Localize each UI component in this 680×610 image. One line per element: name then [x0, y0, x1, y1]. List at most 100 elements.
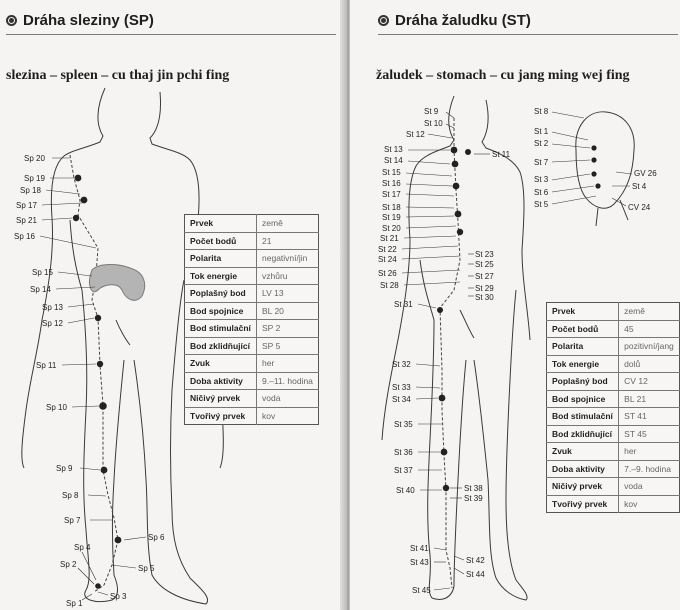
- table-value: vzhůru: [257, 267, 319, 285]
- head-point-label: St 2: [534, 139, 549, 148]
- point-sp12: [95, 315, 101, 321]
- point-label: St 20: [382, 224, 401, 233]
- table-value: kov: [257, 407, 319, 425]
- table-key: Bod stimulační: [547, 408, 619, 426]
- point-label: St 38: [464, 484, 483, 493]
- point-st36: [441, 449, 448, 456]
- head-point-label: St 8: [534, 107, 549, 116]
- point-label: St 33: [392, 383, 411, 392]
- head-inset: [576, 112, 634, 226]
- point-label: Sp 19: [24, 174, 45, 183]
- table-value: 45: [619, 320, 680, 338]
- stomach-points: [437, 147, 471, 492]
- point-label: St 15: [382, 168, 401, 177]
- point-st13: [451, 147, 458, 154]
- head-point-label: GV 26: [634, 169, 657, 178]
- point-label: Sp 15: [32, 268, 53, 277]
- point-label: St 26: [378, 269, 397, 278]
- table-key: Prvek: [185, 215, 257, 233]
- point-st17: [453, 183, 460, 190]
- point-label: St 11: [492, 150, 511, 159]
- point-label: St 25: [475, 260, 494, 269]
- table-value: voda: [619, 478, 680, 496]
- point-label-group: St 9 St 10 St 12 St 11 St 13 St 14 St 15…: [378, 107, 511, 595]
- table-key: Bod stimulační: [185, 320, 257, 338]
- table-row: Tvořivý prvekkov: [185, 407, 319, 425]
- head-point-label: St 4: [632, 182, 647, 191]
- body-outline: [382, 96, 530, 600]
- table-row: Bod spojniceBL 20: [185, 302, 319, 320]
- table-value: země: [257, 215, 319, 233]
- point-label: St 35: [394, 420, 413, 429]
- point-label: Sp 6: [148, 533, 165, 542]
- point-label: St 32: [392, 360, 411, 369]
- table-value: dolů: [619, 355, 680, 373]
- point-st19: [455, 211, 462, 218]
- point-label: St 19: [382, 213, 401, 222]
- point-label: St 34: [392, 395, 411, 404]
- table-value: 7.–9. hodina: [619, 460, 680, 478]
- point-label: St 40: [396, 486, 415, 495]
- table-value: 21: [257, 232, 319, 250]
- point-label: Sp 20: [24, 154, 45, 163]
- table-row: Poplašný bodLV 13: [185, 285, 319, 303]
- table-row: Polaritanegativní/jin: [185, 250, 319, 268]
- table-key: Bod spojnice: [547, 390, 619, 408]
- point-label: Sp 1: [66, 599, 83, 608]
- point-label: St 42: [466, 556, 485, 565]
- point-st15: [452, 161, 459, 168]
- point-label: Sp 3: [110, 592, 127, 601]
- table-row: Bod stimulačníSP 2: [185, 320, 319, 338]
- table-key: Prvek: [547, 303, 619, 321]
- table-value: pozitivní/jang: [619, 338, 680, 356]
- point-label: St 44: [466, 570, 485, 579]
- table-key: Počet bodů: [185, 232, 257, 250]
- table-key: Poplašný bod: [547, 373, 619, 391]
- table-key: Ničivý prvek: [185, 390, 257, 408]
- point-st11: [465, 149, 471, 155]
- table-value: her: [257, 355, 319, 373]
- table-row: Tvořivý prvekkov: [547, 495, 680, 513]
- head-points: [591, 145, 600, 188]
- table-value: negativní/jin: [257, 250, 319, 268]
- table-row: Bod zklidňujícíSP 5: [185, 337, 319, 355]
- head-point-label: St 1: [534, 127, 549, 136]
- point-label: St 29: [475, 284, 494, 293]
- point-st40: [443, 485, 449, 491]
- point-label: Sp 12: [42, 319, 63, 328]
- point-label: St 41: [410, 544, 429, 553]
- table-key: Zvuk: [185, 355, 257, 373]
- point-label: St 14: [384, 156, 403, 165]
- table-value: voda: [257, 390, 319, 408]
- point-sp19: [75, 175, 82, 182]
- table-row: Doba aktivity7.–9. hodina: [547, 460, 680, 478]
- table-row: Polaritapozitivní/jang: [547, 338, 680, 356]
- point-sp9: [101, 467, 108, 474]
- table-row: Počet bodů45: [547, 320, 680, 338]
- point-sp10: [99, 402, 107, 410]
- point-label: St 39: [464, 494, 483, 503]
- point-label: St 31: [394, 300, 413, 309]
- table-row: Tok energievzhůru: [185, 267, 319, 285]
- point-label: Sp 10: [46, 403, 67, 412]
- table-row: Počet bodů21: [185, 232, 319, 250]
- point-label: Sp 4: [74, 543, 91, 552]
- point-label: St 27: [475, 272, 494, 281]
- point-label: Sp 16: [14, 232, 35, 241]
- point-label: St 36: [394, 448, 413, 457]
- point-label: St 24: [378, 255, 397, 264]
- point-label: St 21: [380, 234, 399, 243]
- point-label: St 22: [378, 245, 397, 254]
- point-label: St 37: [394, 466, 413, 475]
- table-row: Prvekzemě: [547, 303, 680, 321]
- spleen-points: [73, 175, 122, 589]
- table-row: Zvukher: [547, 443, 680, 461]
- head-point-label: St 7: [534, 158, 549, 167]
- point-label: Sp 7: [64, 516, 81, 525]
- point-sp17: [81, 197, 88, 204]
- table-key: Tvořivý prvek: [547, 495, 619, 513]
- table-value: ST 41: [619, 408, 680, 426]
- table-value: CV 12: [619, 373, 680, 391]
- head-point-label: CV 24: [628, 203, 651, 212]
